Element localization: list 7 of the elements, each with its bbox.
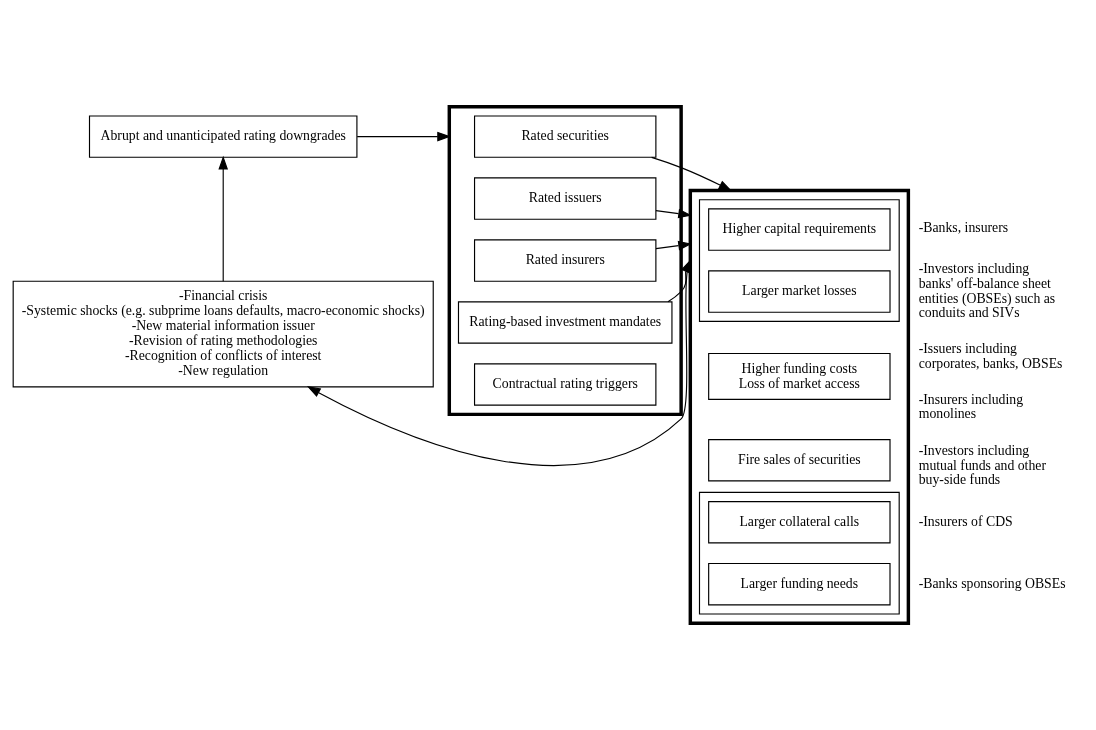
node-label: -Insurers of CDS [918, 513, 1013, 529]
node-label: -Insurers including monolines [918, 391, 1024, 422]
node-label: -Banks, insurers [918, 219, 1009, 235]
node-label: -Investors including banks' off-balance sheet entities (OBSEs) such as conduits and SIVs [918, 260, 1056, 321]
node-label: -Banks sponsoring OBSEs [918, 575, 1066, 591]
node-label: -Investors including mutual funds and other buy-side funds [918, 442, 1047, 488]
node-label: -Issuers including corporates, banks, OBSEs [918, 341, 1063, 371]
